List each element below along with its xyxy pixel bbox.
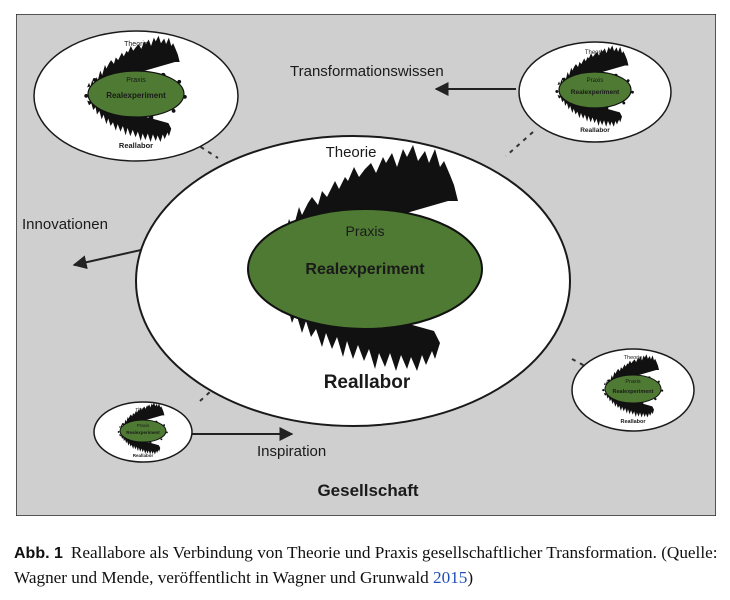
mini-theorie-label: Theorie: [624, 355, 643, 361]
innovation-label: Innovationen: [22, 216, 108, 233]
main-theorie-label: Theorie: [326, 144, 377, 161]
caption-year-link[interactable]: 2015: [433, 568, 468, 587]
mini-realexperiment-label: Realexperiment: [106, 91, 166, 100]
mini-reallabor-top-left: Theorie Praxis Realexperiment Reallabor: [33, 30, 239, 162]
figure-diagram: Innovationen Transformationswissen Inspi…: [16, 14, 716, 516]
mini-reallabor-bottom-left: Theorie Praxis Realexperiment Reallabor: [93, 401, 193, 463]
caption-close: ): [467, 568, 474, 587]
mini-praxis-label: Praxis: [587, 78, 604, 84]
mini-theorie-label: Theorie: [585, 50, 606, 56]
mini-praxis-label: Praxis: [126, 77, 146, 84]
caption-text: Reallabore als Verbindung von Theorie un…: [14, 543, 718, 587]
arrow-innovation: [72, 247, 151, 270]
mini-reallabor-label: Reallabor: [620, 419, 646, 425]
mini-reallabor-label: Reallabor: [119, 141, 153, 150]
mini-reallabor-bottom-right: Theorie Praxis Realexperiment Reallabor: [571, 348, 695, 432]
inspiration-label: Inspiration: [257, 443, 326, 460]
mini-reallabor-label: Reallabor: [580, 127, 610, 134]
transformation-label: Transformationswissen: [290, 63, 444, 80]
mini-theorie-label: Theorie: [135, 407, 151, 412]
mini-realexperiment-label: Realexperiment: [571, 89, 620, 96]
mini-realexperiment-label: Realexperiment: [126, 430, 160, 435]
main-praxis-label: Praxis: [346, 223, 385, 239]
main-realexperiment-label: Realexperiment: [305, 261, 425, 278]
mini-reallabor-label: Reallabor: [133, 453, 154, 458]
main-inner-ellipse: [247, 208, 483, 330]
mini-reallabor-top-right: Theorie Praxis Realexperiment Reallabor: [518, 41, 672, 143]
caption-label: Abb. 1: [14, 545, 63, 562]
gesellschaft-label: Gesellschaft: [317, 481, 418, 500]
mini-theorie-label: Theorie: [124, 41, 148, 48]
mini-praxis-label: Praxis: [625, 379, 641, 385]
main-reallabor-label: Reallabor: [324, 372, 411, 393]
connector-top-right: [505, 131, 534, 157]
mini-realexperiment-label: Realexperiment: [613, 389, 654, 395]
mini-praxis-label: Praxis: [137, 423, 150, 428]
main-reallabor: Theorie Praxis Realexperiment Reallabor: [135, 135, 571, 427]
